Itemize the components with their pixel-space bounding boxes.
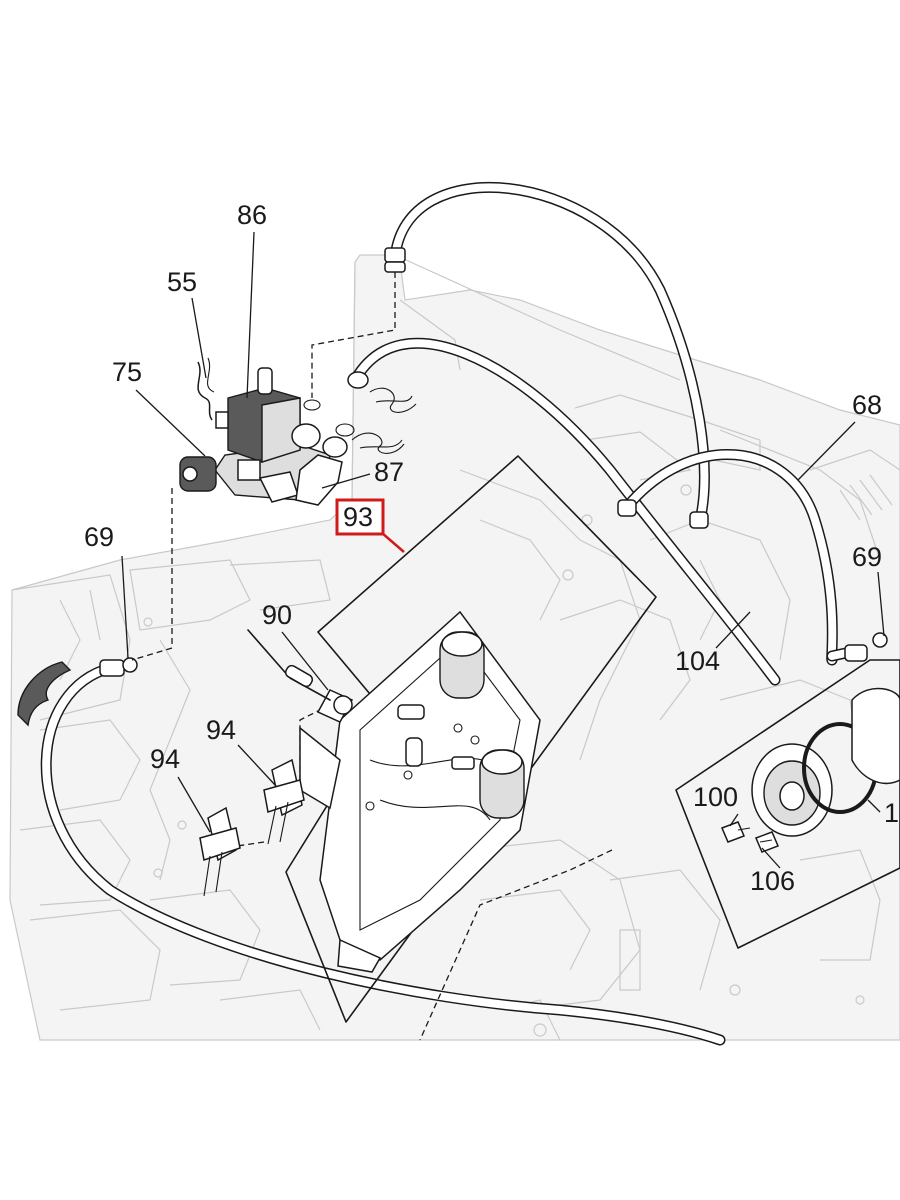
callout-90: 90 xyxy=(262,600,292,630)
callout-86: 86 xyxy=(237,200,267,230)
left-bracket-clip xyxy=(17,661,72,727)
callout-87: 87 xyxy=(374,457,404,487)
leader-lines xyxy=(121,231,885,869)
callout-106: 106 xyxy=(750,866,795,896)
callout-1-cropped: 1 xyxy=(884,798,899,828)
solenoid-valve-assembly xyxy=(179,357,348,506)
callout-93-highlight-box xyxy=(335,498,385,536)
right-detail-inset xyxy=(675,659,900,949)
callout-94-lower: 94 xyxy=(150,744,180,774)
hose-fittings xyxy=(99,247,888,677)
connector-94-lower xyxy=(199,806,241,897)
connector-94-upper xyxy=(263,758,305,845)
thermostat-probe xyxy=(247,629,331,701)
callout-69-right: 69 xyxy=(852,542,882,572)
callout-75: 75 xyxy=(112,357,142,387)
callout-94-upper: 94 xyxy=(206,715,236,745)
callout-100: 100 xyxy=(693,782,738,812)
callout-labels: 86 55 75 87 93 69 90 94 94 68 69 104 100… xyxy=(84,200,899,896)
spring-clips xyxy=(303,387,417,454)
callout-93: 93 xyxy=(343,502,373,532)
hose-lines xyxy=(40,181,866,1046)
callout-68: 68 xyxy=(852,390,882,420)
callout-55: 55 xyxy=(167,267,197,297)
callout-104: 104 xyxy=(675,646,720,676)
boiler-unit xyxy=(299,610,541,973)
callout-69-left: 69 xyxy=(84,522,114,552)
